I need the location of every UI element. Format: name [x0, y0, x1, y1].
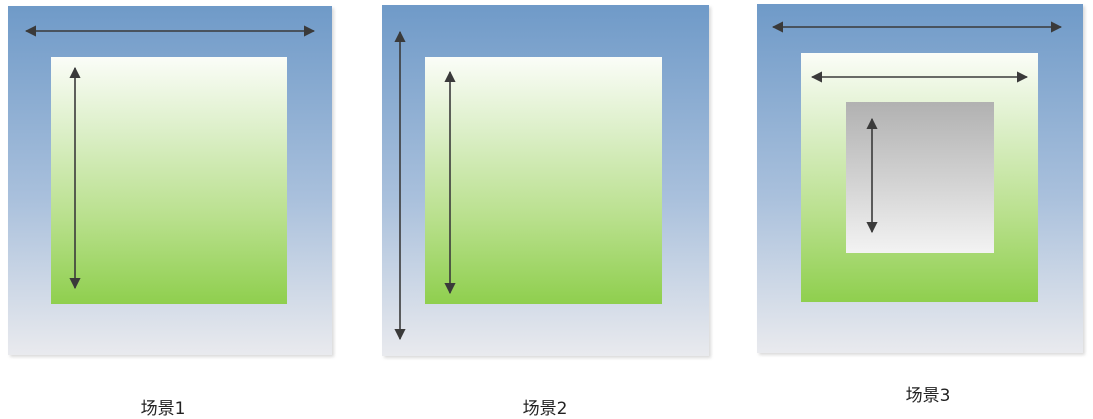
scene-1-caption: 场景1: [140, 399, 186, 419]
scene-3-inner-box: [846, 102, 994, 253]
scene-2-caption: 场景2: [522, 399, 568, 419]
scene-2-inner-box: [425, 57, 662, 304]
scene-1-inner-box: [51, 57, 287, 304]
scene-3-caption: 场景3: [905, 386, 951, 406]
